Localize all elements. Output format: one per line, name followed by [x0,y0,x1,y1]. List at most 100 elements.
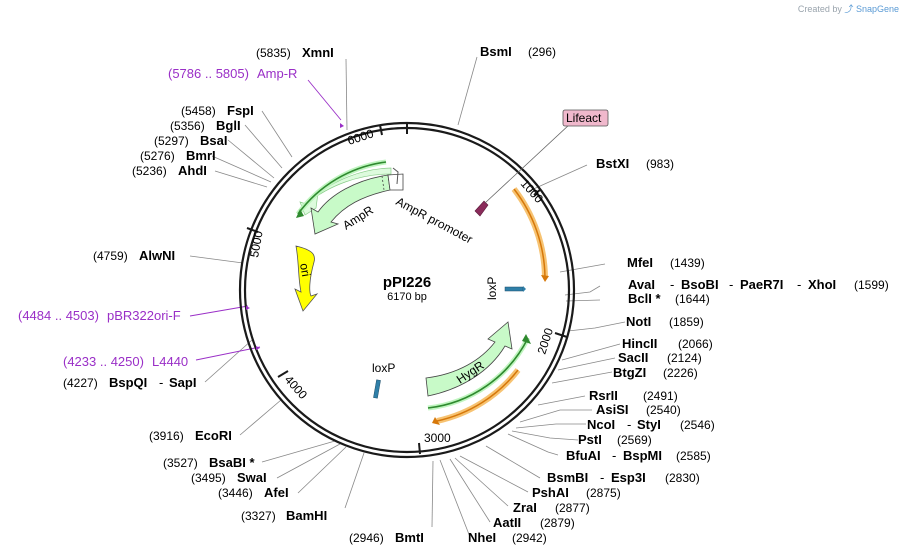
enzyme-pos: (4227) [63,376,98,390]
enzyme-name-xhoi: XhoI [808,277,836,292]
loxp-feature-left[interactable] [373,379,381,399]
enzyme-sacii[interactable]: SacII (2124) [618,350,702,365]
primer-name: Amp-R [257,66,297,81]
enzyme-bfuai-group[interactable]: BfuAI - BspMI (2585) [566,448,711,463]
enzyme-pos: (1644) [675,292,710,306]
enzyme-name: ZraI [513,500,537,515]
enzyme-name: NheI [468,530,496,545]
enzyme-pos: (2946) [349,531,384,545]
enzyme-name: BsaBI * [209,455,255,470]
enzyme-fspi[interactable]: (5458) FspI [181,103,254,118]
lifeact-feature[interactable] [474,200,489,217]
enzyme-ahdi[interactable]: (5236) AhdI [132,163,207,178]
enzyme-xmni[interactable]: (5835) XmnI [256,45,334,60]
credit-brand: SnapGene [855,4,899,14]
enzyme-name: BclI * [628,291,661,306]
enzyme-pos: (4759) [93,249,128,263]
enzyme-ncoi-group[interactable]: NcoI - StyI (2546) [587,417,715,432]
enzyme-mfei[interactable]: MfeI (1439) [627,255,705,270]
primer-name: L4440 [152,354,188,369]
enzyme-swai[interactable]: (3495) SwaI [191,470,267,485]
hygr-feature[interactable] [425,321,513,397]
enzyme-name: MfeI [627,255,653,270]
enzyme-hincii[interactable]: HincII (2066) [622,336,713,351]
separator: - [612,448,616,463]
ampr-promoter-label: AmpR promoter [394,194,475,246]
ori-feature[interactable] [294,245,319,312]
enzyme-bgli[interactable]: (5356) BglI [170,118,241,133]
orange-arc-lower-arrow [432,417,440,425]
primer-marker-ampr [340,123,344,128]
enzyme-pos: (5236) [132,164,167,178]
plasmid-name: pPI226 [383,274,431,291]
enzyme-bsai[interactable]: (5297) BsaI [154,133,227,148]
enzyme-name: EcoRI [195,428,232,443]
enzyme-name: BamHI [286,508,327,523]
enzyme-name: AlwNI [139,248,175,263]
enzyme-pos: (2875) [586,486,621,500]
enzyme-pshai[interactable]: PshAI (2875) [532,485,621,500]
primer-l4440[interactable]: (4233 .. 4250) L4440 [63,354,188,369]
enzyme-pos: (3446) [218,486,253,500]
enzyme-name-styi: StyI [637,417,661,432]
enzyme-name: BstXI [596,156,629,171]
enzyme-asisi[interactable]: AsiSI (2540) [596,402,681,417]
enzyme-zrai[interactable]: ZraI (2877) [513,500,590,515]
primer-ampr[interactable]: (5786 .. 5805) Amp-R [168,66,297,81]
enzyme-name: NotI [626,314,651,329]
enzyme-name-bspqi: BspQI [109,375,147,390]
enzyme-name-bsobi: BsoBI [681,277,719,292]
enzyme-name: BsaI [200,133,227,148]
enzyme-psti[interactable]: PstI (2569) [578,432,652,447]
primer-leaders [189,79,342,361]
enzyme-avai-group[interactable]: AvaI - BsoBI - PaeR7I - XhoI (1599) [628,277,889,292]
lifeact-label-box[interactable]: Lifeact [562,109,609,127]
enzyme-nhei[interactable]: NheI (2942) [468,530,547,545]
orange-arc-lower[interactable] [436,369,519,422]
hygr-highlight-arrow [522,334,531,344]
enzyme-ecori[interactable]: (3916) EcoRI [149,428,232,443]
enzyme-pos: (5356) [170,119,205,133]
enzyme-bcli[interactable]: BclI * (1644) [628,291,710,306]
snapgene-logo-icon: ⤴ [844,4,854,14]
lifeact-label: Lifeact [566,111,602,125]
leader-lines [189,56,626,538]
enzyme-bsmi[interactable]: BsmI (296) [480,44,556,59]
enzyme-pos: (3916) [149,429,184,443]
enzyme-bmti[interactable]: (2946) BmtI [349,530,424,545]
loxp-feature-right[interactable] [504,286,526,292]
enzyme-noti[interactable]: NotI (1859) [626,314,704,329]
enzyme-aatii[interactable]: AatII (2879) [493,515,575,530]
primer-pbr322ori-f[interactable]: (4484 .. 4503) pBR322ori-F [18,308,181,323]
enzyme-bsmbi-group[interactable]: BsmBI - Esp3I (2830) [547,470,700,485]
enzyme-pos: (2942) [512,531,547,545]
enzyme-btgzi[interactable]: BtgZI (2226) [613,365,698,380]
primer-marker-pbr [246,306,250,310]
enzyme-name-bfuai: BfuAI [566,448,601,463]
enzyme-pos: (2879) [540,516,575,530]
lifeact-arc[interactable] [513,188,546,278]
tick-label-6000: 6000 [346,126,376,148]
primer-range: (4233 .. 4250) [63,354,144,369]
enzyme-bamhi[interactable]: (3327) BamHI [241,508,327,523]
enzyme-bsabi[interactable]: (3527) BsaBI * [163,455,255,470]
enzyme-rsrii[interactable]: RsrII (2491) [589,388,678,403]
separator: - [159,375,163,390]
enzyme-bstxi[interactable]: BstXI (983) [596,156,674,171]
enzyme-afei[interactable]: (3446) AfeI [218,485,289,500]
enzyme-pos: (2491) [643,389,678,403]
enzyme-alwni[interactable]: (4759) AlwNI [93,248,175,263]
enzyme-pos: (983) [646,157,674,171]
separator: - [627,417,631,432]
enzyme-bspqi-group[interactable]: (4227) BspQI - SapI [63,375,196,390]
enzyme-pos: (5297) [154,134,189,148]
enzyme-name: SacII [618,350,648,365]
primer-marker-l4440 [256,346,260,350]
enzyme-pos: (2585) [676,449,711,463]
hygr-highlight-line [427,337,529,409]
tick-label-5000: 5000 [247,229,265,258]
enzyme-name: HincII [622,336,657,351]
enzyme-bmri[interactable]: (5276) BmrI [140,148,216,163]
ampr-feature[interactable] [299,167,404,235]
